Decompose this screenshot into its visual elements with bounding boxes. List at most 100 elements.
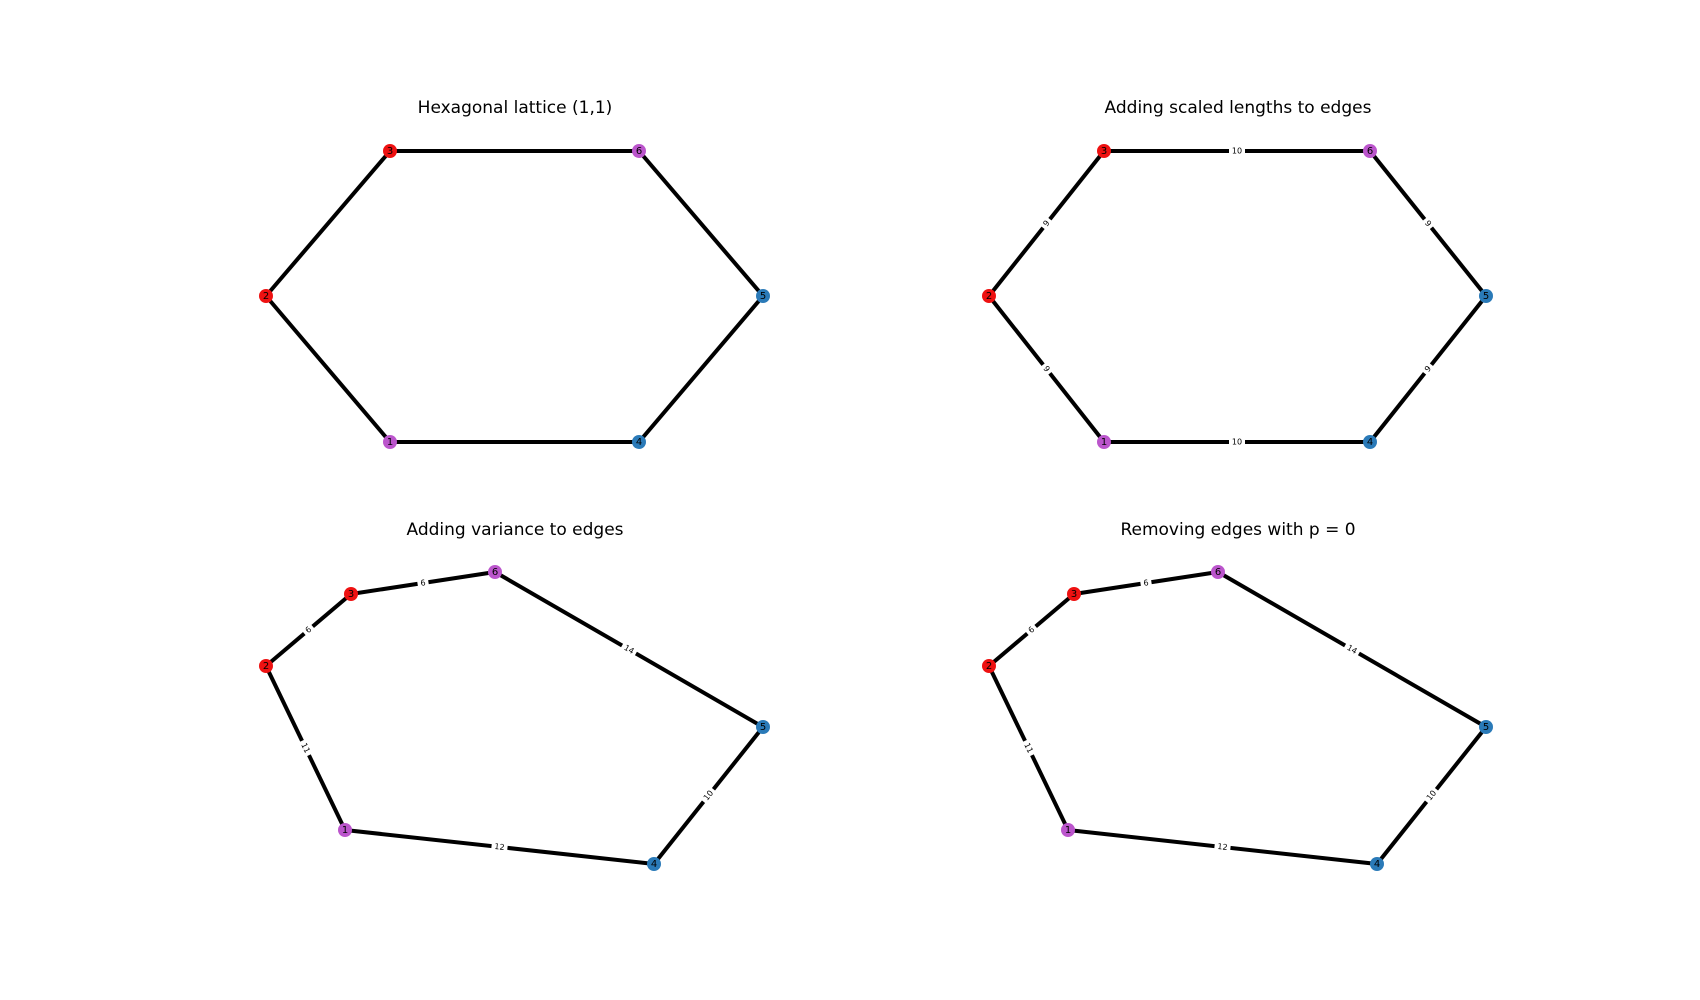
node-circle [1479, 720, 1493, 734]
edges-layer [264, 149, 765, 444]
node-circle [383, 435, 397, 449]
node-circle [756, 289, 770, 303]
node-2: 2 [259, 659, 273, 673]
edge-5-4 [637, 294, 765, 444]
node-circle [1097, 435, 1111, 449]
node-circle [1479, 289, 1493, 303]
edge-label-group: 9 [1038, 360, 1055, 378]
node-6: 6 [632, 144, 646, 158]
edge-label-group: 14 [1342, 640, 1362, 659]
edge-label: 10 [1232, 438, 1242, 447]
node-label: 4 [636, 437, 642, 448]
edge-label: 14 [1345, 643, 1358, 656]
node-circle [259, 289, 273, 303]
node-label: 3 [1071, 589, 1077, 600]
edge-1-2 [264, 294, 392, 444]
edge-label: 9 [1041, 219, 1051, 229]
edges-layer: 10 9 9 10 9 9 [987, 145, 1488, 448]
edge-label-background [296, 738, 315, 758]
node-5: 5 [1479, 289, 1493, 303]
edge-label: 11 [1022, 741, 1035, 754]
panel-title: Adding variance to edges [406, 520, 623, 540]
node-label: 4 [651, 859, 657, 870]
node-5: 5 [1479, 720, 1493, 734]
node-3: 3 [1067, 587, 1081, 601]
edge-label-group: 11 [1019, 738, 1038, 758]
edge-label-background [490, 840, 509, 854]
node-2: 2 [982, 659, 996, 673]
node-label: 1 [1101, 437, 1107, 448]
edge-label: 6 [1027, 625, 1037, 635]
edge-label: 9 [1423, 219, 1433, 229]
node-circle [1097, 144, 1111, 158]
node-circle [338, 823, 352, 837]
edge-label-background [1038, 360, 1055, 378]
node-circle [344, 587, 358, 601]
node-label: 5 [760, 722, 766, 733]
node-circle [1067, 587, 1081, 601]
edge-label: 14 [622, 643, 635, 656]
edge-label-background [1019, 738, 1038, 758]
node-circle [1211, 565, 1225, 579]
node-4: 4 [1370, 857, 1384, 871]
node-circle [1061, 823, 1075, 837]
edge-label-group: 12 [1213, 840, 1232, 854]
node-label: 1 [342, 825, 348, 836]
edge-label-group: 11 [296, 738, 315, 758]
edge-label: 9 [1423, 364, 1433, 374]
node-circle [383, 144, 397, 158]
node-label: 2 [263, 291, 269, 302]
node-circle [488, 565, 502, 579]
node-label: 2 [263, 661, 269, 672]
node-4: 4 [647, 857, 661, 871]
edge-label-background [1421, 785, 1442, 806]
panel-title: Removing edges with p = 0 [1120, 520, 1355, 540]
node-label: 3 [1101, 146, 1107, 157]
edge-label-background [1229, 436, 1245, 448]
node-3: 3 [383, 144, 397, 158]
edge-2-3 [264, 149, 392, 298]
panel-title: Hexagonal lattice (1,1) [418, 98, 613, 118]
edge-label: 6 [304, 625, 314, 635]
edge-label-group: 9 [1419, 215, 1437, 232]
nodes-layer: 1 2 3 4 5 6 [982, 144, 1493, 449]
node-6: 6 [488, 565, 502, 579]
panel-scaled-lengths: Adding scaled lengths to edges 10991099 … [982, 98, 1493, 449]
node-6: 6 [1363, 144, 1377, 158]
edge-label-group: 14 [619, 640, 639, 659]
node-label: 6 [492, 567, 498, 578]
edge-6-5 [637, 149, 765, 298]
node-circle [982, 659, 996, 673]
node-circle [1363, 435, 1377, 449]
node-label: 6 [1215, 567, 1221, 578]
edge-label-group: 12 [490, 840, 509, 854]
edge-label-group: 10 [698, 785, 719, 806]
node-circle [632, 435, 646, 449]
edge-label: 6 [420, 578, 426, 588]
edge-label-background [1342, 640, 1362, 659]
edge-label-group: 9 [1419, 360, 1437, 378]
node-5: 5 [756, 720, 770, 734]
edge-label-background [1213, 840, 1232, 854]
node-6: 6 [1211, 565, 1225, 579]
node-label: 4 [1367, 437, 1373, 448]
edge-label-background [300, 621, 317, 639]
node-label: 1 [1065, 825, 1071, 836]
node-circle [1370, 857, 1384, 871]
edge-label-group: 6 [300, 621, 317, 639]
edge-label-group: 10 [1229, 145, 1245, 157]
node-label: 2 [986, 661, 992, 672]
edge-label-group: 10 [1421, 785, 1442, 806]
node-5: 5 [756, 289, 770, 303]
node-2: 2 [982, 289, 996, 303]
node-label: 4 [1374, 859, 1380, 870]
node-label: 3 [348, 589, 354, 600]
node-4: 4 [632, 435, 646, 449]
edge-label-group: 9 [1038, 215, 1055, 232]
edge-label-background [698, 785, 719, 806]
